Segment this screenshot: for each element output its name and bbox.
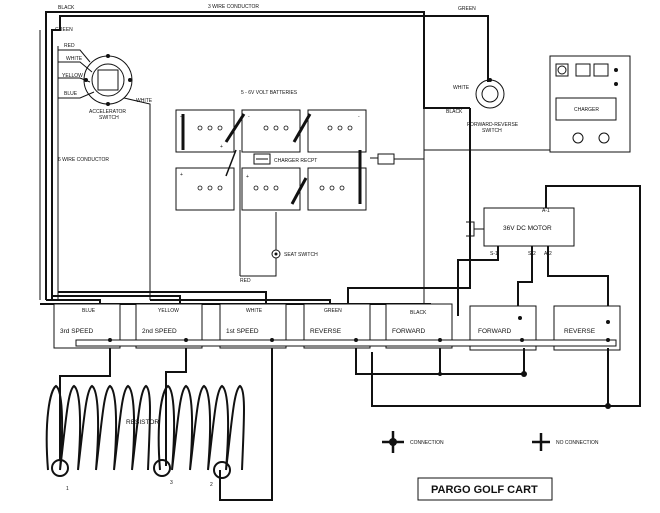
title-box: PARGO GOLF CART	[417, 477, 553, 501]
seat-switch-label: SEAT SWITCH	[284, 252, 318, 258]
solenoid-wire-label: WHITE	[246, 308, 263, 314]
svg-text:+: +	[220, 144, 223, 150]
connection-symbol	[382, 431, 404, 453]
three-wire-label: 3 WIRE CONDUCTOR	[208, 4, 259, 10]
wire-label-blue: BLUE	[64, 91, 78, 97]
wire-label-white: WHITE	[66, 56, 83, 62]
wire-label-black: BLACK	[58, 5, 75, 11]
resistor-tap-3: 3	[170, 480, 173, 486]
fr-label-2: SWITCH	[482, 128, 502, 134]
motor-terminal-s1: S-1	[490, 251, 498, 257]
solenoid-label: REVERSE	[310, 328, 342, 335]
wire-label-white-fr: WHITE	[453, 85, 470, 91]
solenoid-label: REVERSE	[564, 328, 596, 335]
wire-label-white-accel: WHITE	[136, 98, 153, 104]
solenoid-label: 3rd SPEED	[60, 328, 94, 335]
wire-label-red-seat: RED	[240, 278, 251, 284]
legend: CONNECTION NO CONNECTION	[382, 431, 599, 453]
wire-color-labels: BLACK GREEN GREEN RED WHITE YELLOW BLUE …	[55, 5, 476, 284]
charger-label: CHARGER	[574, 107, 599, 113]
motor-label: 36V DC MOTOR	[503, 225, 552, 232]
wire-label-red: RED	[64, 43, 75, 49]
wire-label-yellow: YELLOW	[62, 73, 83, 79]
fr-label-1: FORWARD-REVERSE	[467, 122, 519, 128]
six-wire-label: 6 WIRE CONDUCTOR	[58, 157, 109, 163]
solenoid-wire-label: GREEN	[324, 308, 342, 314]
resistor-label: RESISTOR	[126, 419, 159, 426]
resistor-tap-2: 2	[210, 482, 213, 488]
solenoid-label: FORWARD	[478, 328, 512, 335]
accelerator-switch: ACCELERATOR SWITCH	[83, 54, 133, 121]
svg-text:-: -	[358, 114, 360, 120]
svg-text:-: -	[248, 114, 250, 120]
solenoid-wire-label: BLACK	[410, 310, 427, 316]
svg-text:+: +	[246, 174, 249, 180]
forward-reverse-switch: FORWARD-REVERSE SWITCH	[467, 78, 519, 134]
svg-text:+: +	[180, 172, 183, 178]
solenoid-label: 1st SPEED	[226, 328, 259, 335]
diagram-title: PARGO GOLF CART	[431, 484, 538, 496]
motor-terminal-a1: A-1	[542, 208, 550, 214]
solenoid-label: FORWARD	[392, 328, 426, 335]
accelerator-label-1: ACCELERATOR	[89, 109, 126, 115]
wire-label-green-right: GREEN	[458, 6, 476, 12]
no-connection-symbol	[532, 433, 550, 451]
accelerator-label-2: SWITCH	[99, 115, 119, 121]
wire-label-black-fr: BLACK	[446, 109, 463, 115]
svg-text:-: -	[180, 114, 182, 120]
solenoid-row: BLUE 3rd SPEED YELLOW 2nd SPEED WHITE 1s…	[53, 303, 621, 351]
dc-motor: 36V DC MOTOR A-1 S-1 S-2 A-2	[371, 185, 641, 407]
no-connection-label: NO CONNECTION	[556, 440, 599, 446]
solenoid-wire-label: YELLOW	[158, 308, 179, 314]
resistor-tap-1: 1	[66, 486, 69, 492]
battery-bank: 5 - 6V VOLT BATTERIES - + - - + +	[175, 90, 367, 211]
solenoid-wire-label: BLUE	[82, 308, 96, 314]
seat-switch: SEAT SWITCH	[239, 150, 318, 277]
resistor: RESISTOR 1 3 2	[45, 384, 245, 492]
solenoid-label: 2nd SPEED	[142, 328, 177, 335]
charger-recpt-label: CHARGER RECPT	[274, 158, 317, 164]
charger-unit: CHARGER	[549, 55, 631, 153]
lower-wires	[59, 348, 611, 501]
batteries-label: 5 - 6V VOLT BATTERIES	[241, 90, 298, 96]
connection-label: CONNECTION	[410, 440, 444, 446]
wire-label-green-left: GREEN	[55, 27, 73, 33]
